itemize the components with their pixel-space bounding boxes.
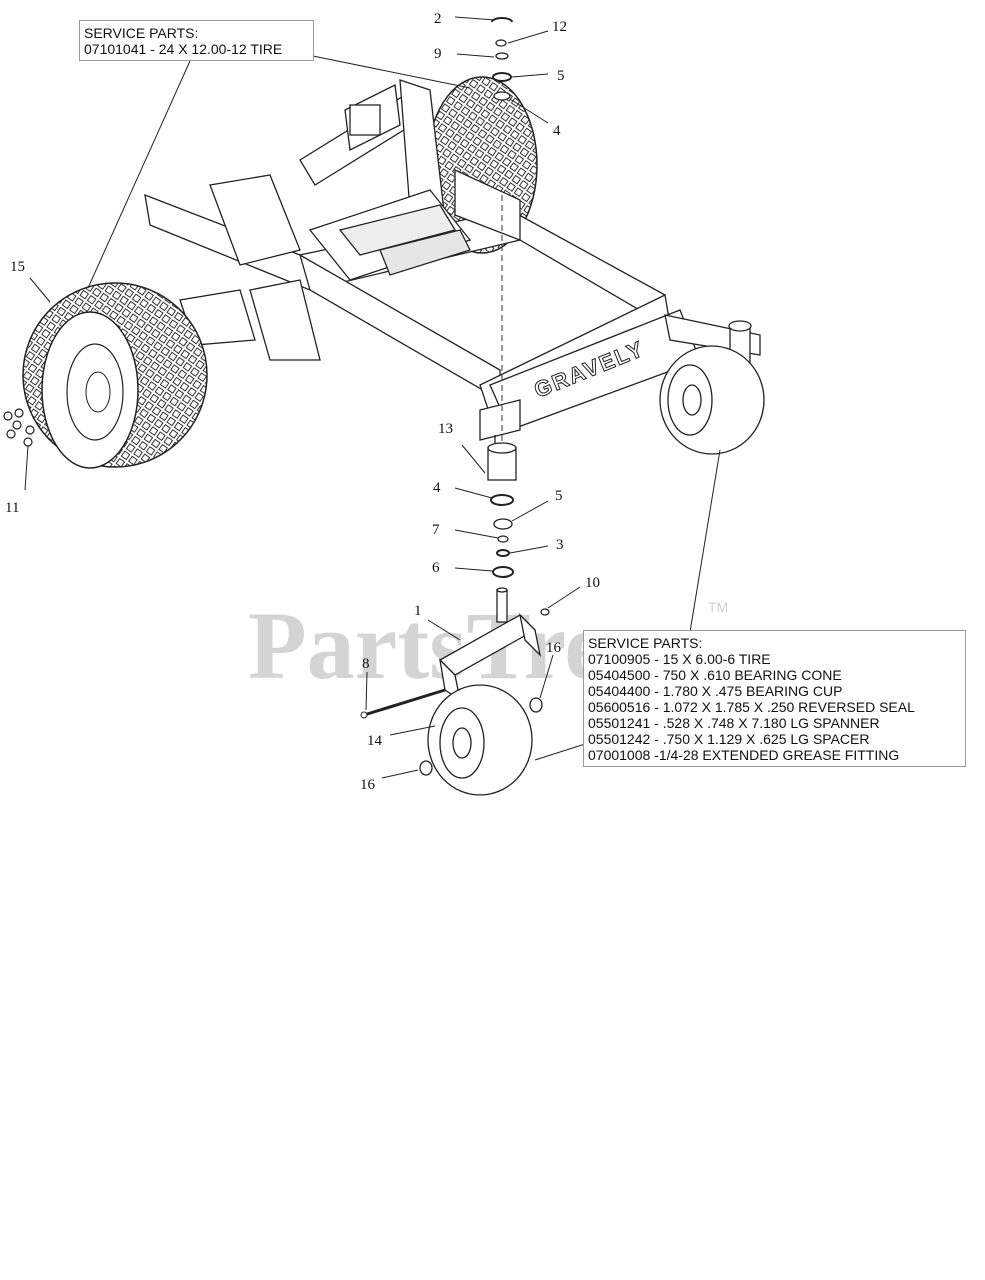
service-parts-front-item: 07100905 - 15 X 6.00-6 TIRE (588, 651, 771, 667)
callout-numbers: 2 12 9 5 4 15 11 13 4 5 7 3 6 10 1 16 8 … (5, 11, 600, 793)
callout-5-upper: 5 (557, 68, 565, 84)
callout-11: 11 (5, 500, 19, 516)
axle-bolt (363, 688, 446, 717)
callout-15: 15 (10, 259, 25, 275)
upper-bearing-stack (491, 17, 513, 101)
leader-lines (24, 16, 721, 779)
service-parts-front: SERVICE PARTS: 07100905 - 15 X 6.00-6 TI… (583, 630, 966, 767)
service-parts-front-item: 05501241 - .528 X .748 X 7.180 LG SPANNE… (588, 715, 880, 731)
callout-10: 10 (585, 575, 600, 591)
callout-14: 14 (367, 733, 383, 749)
service-parts-rear-heading: SERVICE PARTS: (84, 25, 199, 41)
rear-tire-left (22, 282, 208, 469)
front-caster-tire (419, 684, 543, 796)
callout-3: 3 (556, 537, 564, 553)
mower-frame: GRAVELY (144, 79, 761, 450)
service-parts-front-item: 05501242 - .750 X 1.129 X .625 LG SPACER (588, 731, 870, 747)
lug-nuts (3, 408, 35, 447)
front-tire-right (659, 345, 765, 455)
service-parts-rear-item: 07101041 - 24 X 12.00-12 TIRE (84, 41, 283, 57)
service-parts-front-item: 05404400 - 1.780 X .475 BEARING CUP (588, 683, 843, 699)
callout-2: 2 (434, 11, 442, 27)
caster-spindle-stack (487, 442, 517, 578)
service-parts-front-item: 05404500 - 750 X .610 BEARING CONE (588, 667, 842, 683)
callout-16-upper: 16 (546, 640, 562, 656)
service-parts-front-item: 05600516 - 1.072 X 1.785 X .250 REVERSED… (588, 699, 915, 715)
callout-8: 8 (362, 656, 370, 672)
service-parts-rear: SERVICE PARTS: 07101041 - 24 X 12.00-12 … (79, 20, 314, 61)
service-parts-front-item: 07001008 -1/4-28 EXTENDED GREASE FITTING (588, 747, 900, 763)
callout-7: 7 (432, 522, 440, 538)
axle-bolt-head (360, 711, 368, 719)
callout-9: 9 (434, 46, 442, 62)
callout-5-lower: 5 (555, 488, 563, 504)
service-parts-front-heading: SERVICE PARTS: (588, 635, 703, 651)
callout-6: 6 (432, 560, 440, 576)
callout-13: 13 (438, 421, 453, 437)
callout-16-lower: 16 (360, 777, 376, 793)
callout-12: 12 (552, 19, 567, 35)
callout-1: 1 (414, 603, 422, 619)
watermark-tm: TM (708, 599, 728, 615)
callout-4-upper: 4 (553, 123, 561, 139)
callout-4-lower: 4 (433, 480, 441, 496)
